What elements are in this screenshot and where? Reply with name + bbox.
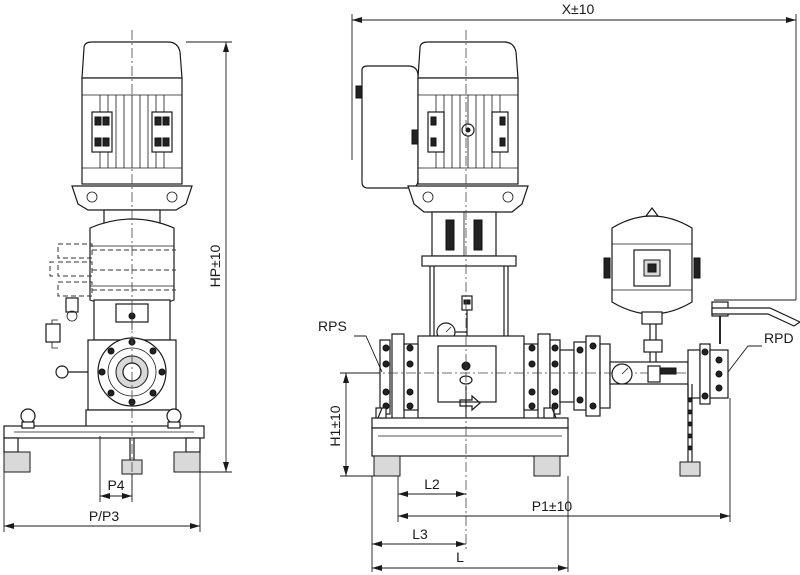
- discharge-manifold: [370, 343, 729, 405]
- dim-label-l: L: [456, 549, 464, 565]
- check-valve: [559, 335, 611, 417]
- flow-direction-arrow: [459, 394, 481, 412]
- front-foot-right: [533, 455, 561, 477]
- front-motor-cover: [417, 41, 519, 79]
- dimension-lines: [3, 14, 797, 572]
- expansion-tank: [603, 207, 701, 325]
- front-view: [355, 30, 800, 552]
- side-motor-cover: [81, 41, 183, 79]
- side-base-frame: [3, 408, 205, 453]
- dimension-labels: X±10 HP±10 H1±10 P4 P/P3 L2 P1±10 L3 L R…: [89, 1, 794, 565]
- dim-label-l2: L2: [424, 476, 440, 492]
- front-motor-flange: [407, 185, 529, 213]
- front-foot-left: [373, 455, 401, 477]
- dim-label-p1: P1±10: [532, 498, 573, 514]
- label-rpd: RPD: [764, 330, 794, 346]
- discharge-flange: [523, 333, 561, 421]
- side-foot-left: [3, 451, 31, 473]
- control-box: [361, 65, 419, 189]
- dim-label-p-p3: P/P3: [89, 508, 120, 524]
- dim-label-x: X±10: [562, 1, 595, 17]
- dim-label-hp: HP±10: [207, 244, 223, 287]
- discharge-ball-valve: [711, 301, 800, 344]
- label-rps: RPS: [318, 318, 347, 334]
- side-view: [3, 30, 205, 500]
- dim-label-h1: H1±10: [327, 405, 343, 446]
- side-pressure-switch-dashed: [49, 243, 176, 297]
- dim-label-l3: L3: [412, 526, 428, 542]
- front-base-frame: [371, 407, 569, 457]
- dim-label-p4: P4: [107, 477, 124, 493]
- side-foot-right: [173, 451, 201, 473]
- suction-flange: [379, 333, 419, 421]
- drain-line: [679, 384, 701, 477]
